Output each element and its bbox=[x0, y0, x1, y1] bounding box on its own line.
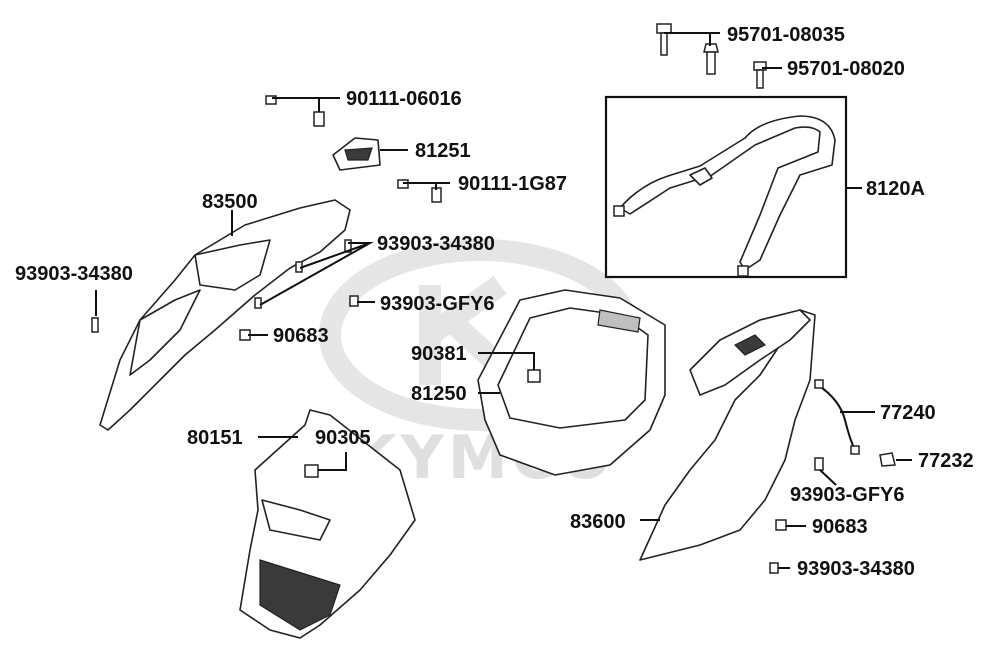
part-labels: 95701-08035 95701-08020 90111-06016 8125… bbox=[15, 24, 974, 580]
leader-lines bbox=[95, 32, 912, 569]
nut-90305-icon bbox=[304, 464, 319, 478]
bolt-95701-08020-icon bbox=[753, 61, 767, 89]
label-83600: 83600 bbox=[570, 511, 626, 533]
label-90111-1g87: 90111-1G87 bbox=[458, 173, 567, 195]
label-93903-gfy6-right: 93903-GFY6 bbox=[790, 484, 905, 506]
cable-77240-icon bbox=[814, 379, 860, 455]
label-93903-34380-top: 93903-34380 bbox=[377, 233, 495, 255]
label-90111-06016: 90111-06016 bbox=[346, 88, 462, 110]
label-90305: 90305 bbox=[315, 427, 371, 449]
label-8120a: 8120A bbox=[866, 178, 925, 200]
bolt-95701-08035-icon bbox=[656, 23, 719, 75]
label-83500: 83500 bbox=[202, 191, 258, 213]
label-95701-08020: 95701-08020 bbox=[787, 58, 905, 80]
screw-90111-06016-icon bbox=[265, 95, 325, 127]
label-81251: 81251 bbox=[415, 140, 471, 162]
right-side-cover-83600 bbox=[639, 309, 816, 561]
label-95701-08035: 95701-08035 bbox=[727, 24, 845, 46]
luggage-carrier bbox=[613, 115, 836, 277]
helmet-box-81250 bbox=[477, 289, 666, 476]
label-93903-gfy6-top: 93903-GFY6 bbox=[380, 293, 495, 315]
clamp-77232-icon bbox=[879, 452, 896, 467]
screw-93903-34380-icon bbox=[91, 239, 779, 574]
label-90683-right: 90683 bbox=[812, 516, 868, 538]
label-80151: 80151 bbox=[187, 427, 243, 449]
clip-90381-icon bbox=[527, 369, 541, 383]
cover-81251 bbox=[332, 137, 381, 171]
label-77232: 77232 bbox=[918, 450, 974, 472]
left-side-cover-83500 bbox=[99, 199, 351, 431]
label-90683-left: 90683 bbox=[273, 325, 329, 347]
label-93903-34380-bottom: 93903-34380 bbox=[797, 558, 915, 580]
label-77240: 77240 bbox=[880, 402, 936, 424]
rear-center-cover-80151 bbox=[239, 409, 416, 639]
label-90381: 90381 bbox=[411, 343, 467, 365]
label-81250: 81250 bbox=[411, 383, 467, 405]
label-93903-34380-left: 93903-34380 bbox=[15, 263, 133, 285]
